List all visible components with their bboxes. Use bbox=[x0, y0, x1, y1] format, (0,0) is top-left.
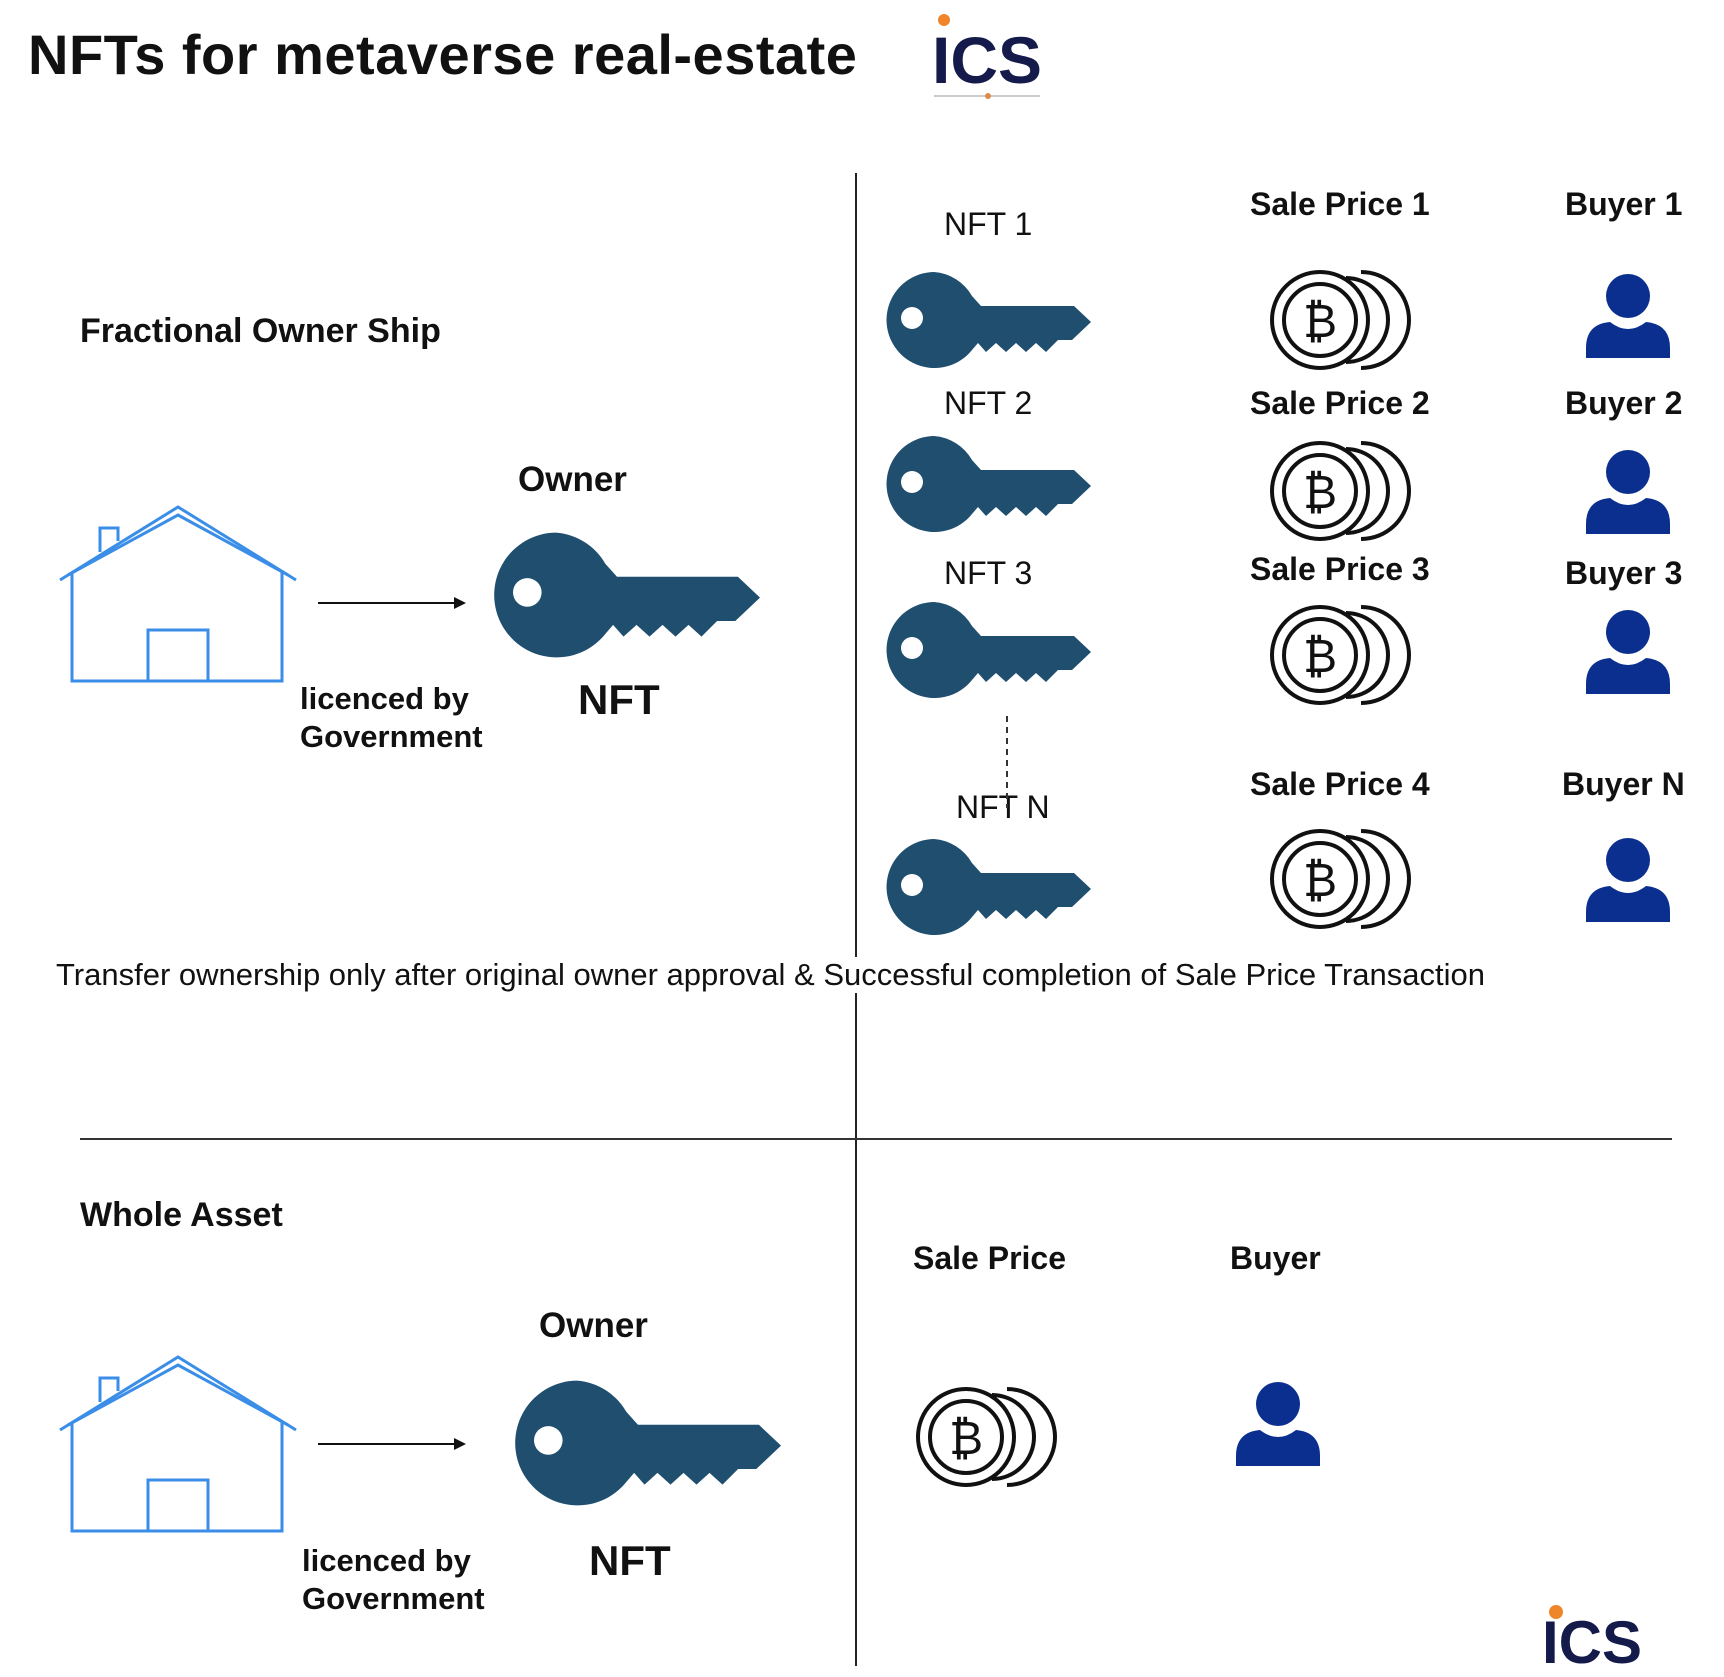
horizontal-divider bbox=[80, 1138, 1672, 1140]
licence-line-2: Government bbox=[300, 719, 483, 754]
bitcoin-coins-icon: ₿ bbox=[1270, 829, 1411, 929]
licence-line-1: licenced by bbox=[300, 681, 469, 716]
licence-text: licenced by Government bbox=[300, 680, 483, 756]
svg-text:₿: ₿ bbox=[949, 1411, 983, 1465]
person-icon bbox=[1586, 838, 1670, 922]
sale-price-label-1: Sale Price 1 bbox=[1250, 186, 1430, 222]
key-icon bbox=[886, 602, 1091, 698]
svg-text:₿: ₿ bbox=[1303, 853, 1337, 907]
logo-dot-icon bbox=[1549, 1605, 1563, 1619]
section-title-whole: Whole Asset bbox=[80, 1196, 283, 1234]
buyer-label-1: Buyer 1 bbox=[1565, 186, 1683, 222]
house-icon bbox=[59, 1355, 297, 1533]
nft-label: NFT bbox=[578, 676, 660, 723]
ics-logo-header: ICS bbox=[930, 14, 1050, 104]
licence-text: licenced by Government bbox=[302, 1542, 485, 1618]
person-icon bbox=[1586, 610, 1670, 694]
nft-label-n: NFT N bbox=[956, 789, 1050, 825]
nft-label-3: NFT 3 bbox=[944, 555, 1033, 591]
licence-line-2: Government bbox=[302, 1581, 485, 1616]
key-icon bbox=[886, 839, 1091, 935]
key-icon bbox=[515, 1380, 781, 1506]
sale-price-label-3: Sale Price 3 bbox=[1250, 551, 1430, 587]
key-icon bbox=[886, 272, 1091, 368]
house-icon bbox=[59, 505, 297, 683]
key-icon bbox=[494, 532, 760, 658]
buyer-label-2: Buyer 2 bbox=[1565, 385, 1683, 421]
sale-price-label-2: Sale Price 2 bbox=[1250, 385, 1430, 421]
person-icon bbox=[1586, 450, 1670, 534]
bitcoin-coins-icon: ₿ bbox=[1270, 605, 1411, 705]
buyer-label-3: Buyer 3 bbox=[1565, 555, 1683, 591]
svg-text:₿: ₿ bbox=[1303, 629, 1337, 683]
licence-line-1: licenced by bbox=[302, 1543, 471, 1578]
transfer-note: Transfer ownership only after original o… bbox=[56, 957, 1485, 993]
logo-text: ICS bbox=[1542, 1609, 1643, 1676]
sale-price-label: Sale Price bbox=[913, 1240, 1066, 1276]
person-icon bbox=[1586, 274, 1670, 358]
vertical-divider bbox=[855, 173, 857, 1666]
owner-label: Owner bbox=[539, 1306, 648, 1345]
nft-label-1: NFT 1 bbox=[944, 206, 1033, 242]
arrow-icon bbox=[318, 1438, 466, 1450]
bitcoin-coins-icon: ₿ bbox=[1270, 441, 1411, 541]
ellipsis-dashed-line bbox=[1006, 716, 1008, 808]
page-title: NFTs for metaverse real-estate bbox=[28, 23, 858, 86]
key-icon bbox=[886, 436, 1091, 532]
buyer-label: Buyer bbox=[1230, 1240, 1321, 1276]
person-icon bbox=[1236, 1382, 1320, 1466]
arrow-icon bbox=[318, 597, 466, 609]
svg-text:₿: ₿ bbox=[1303, 465, 1337, 519]
logo-text: ICS bbox=[932, 23, 1043, 97]
bitcoin-coins-icon: ₿ bbox=[1270, 270, 1411, 370]
ics-logo-footer: ICS bbox=[1542, 1602, 1672, 1676]
buyer-label-n: Buyer N bbox=[1562, 766, 1685, 802]
bitcoin-coins-icon: ₿ bbox=[916, 1387, 1057, 1487]
owner-label: Owner bbox=[518, 460, 627, 499]
section-title-fractional: Fractional Owner Ship bbox=[80, 312, 441, 350]
logo-dot-icon bbox=[934, 14, 1040, 99]
nft-label-2: NFT 2 bbox=[944, 385, 1033, 421]
sale-price-label-4: Sale Price 4 bbox=[1250, 766, 1430, 802]
nft-label: NFT bbox=[589, 1537, 671, 1584]
svg-text:₿: ₿ bbox=[1303, 294, 1337, 348]
